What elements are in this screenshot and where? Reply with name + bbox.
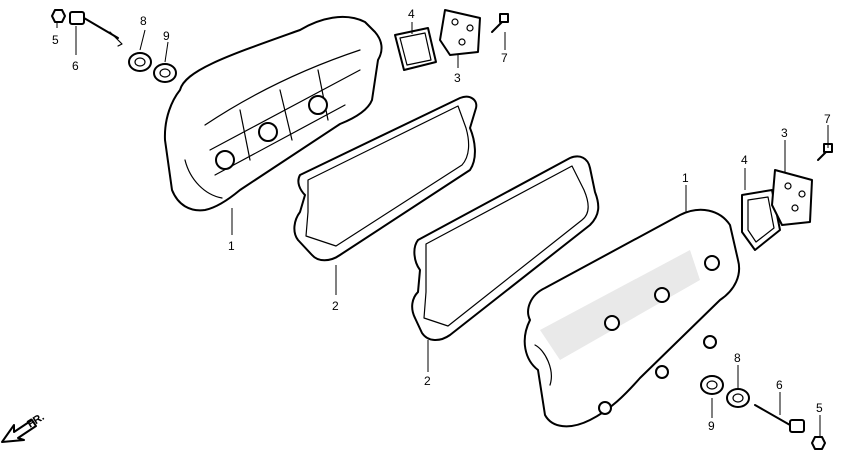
- label-1-left: 1: [228, 239, 235, 253]
- bolt-right[interactable]: [754, 404, 805, 433]
- part-labels: 5 6 8 9 4 3 7 1 2 2 3 7 4 1 8 6 5 9: [52, 7, 831, 433]
- label-2-left-inner: 2: [424, 374, 431, 388]
- seal-4-right[interactable]: [741, 189, 781, 251]
- left-cylinder-head-cover[interactable]: [163, 15, 383, 212]
- nut-right[interactable]: [811, 436, 826, 450]
- label-4-right: 4: [741, 153, 748, 167]
- label-7-left: 7: [501, 51, 508, 65]
- left-gasket-inner[interactable]: [411, 155, 600, 341]
- label-1-right: 1: [682, 171, 689, 185]
- label-6-right: 6: [776, 378, 783, 392]
- label-7-right: 7: [824, 112, 831, 126]
- seal-4-left[interactable]: [394, 27, 437, 71]
- grommet-left[interactable]: [153, 63, 177, 83]
- bolt-7-left[interactable]: [491, 13, 509, 33]
- label-6-left: 6: [72, 59, 79, 73]
- bolt-7-right[interactable]: [817, 143, 833, 161]
- label-8-right: 8: [734, 351, 741, 365]
- label-4-left: 4: [408, 7, 415, 21]
- label-3-right: 3: [781, 126, 788, 140]
- grommet-right[interactable]: [700, 375, 724, 395]
- right-cylinder-head-cover[interactable]: [523, 208, 740, 428]
- bolt-left[interactable]: [69, 11, 123, 47]
- label-8-left: 8: [140, 14, 147, 28]
- label-3-left: 3: [454, 71, 461, 85]
- washer-left[interactable]: [128, 52, 152, 72]
- leader-lines: [56, 22, 829, 436]
- plate-3-left[interactable]: [439, 9, 481, 56]
- washer-right[interactable]: [726, 388, 750, 408]
- label-5-left: 5: [52, 33, 59, 47]
- plate-3-right[interactable]: [771, 169, 813, 226]
- front-direction-indicator: FR.: [1, 411, 47, 443]
- label-5-right: 5: [816, 401, 823, 415]
- nut-left[interactable]: [51, 9, 66, 23]
- arrow-down-left-icon: [1, 419, 37, 443]
- label-9-right: 9: [708, 419, 715, 433]
- label-9-left: 9: [163, 29, 170, 43]
- label-2-left-outer: 2: [332, 299, 339, 313]
- left-gasket-outer[interactable]: [293, 95, 478, 262]
